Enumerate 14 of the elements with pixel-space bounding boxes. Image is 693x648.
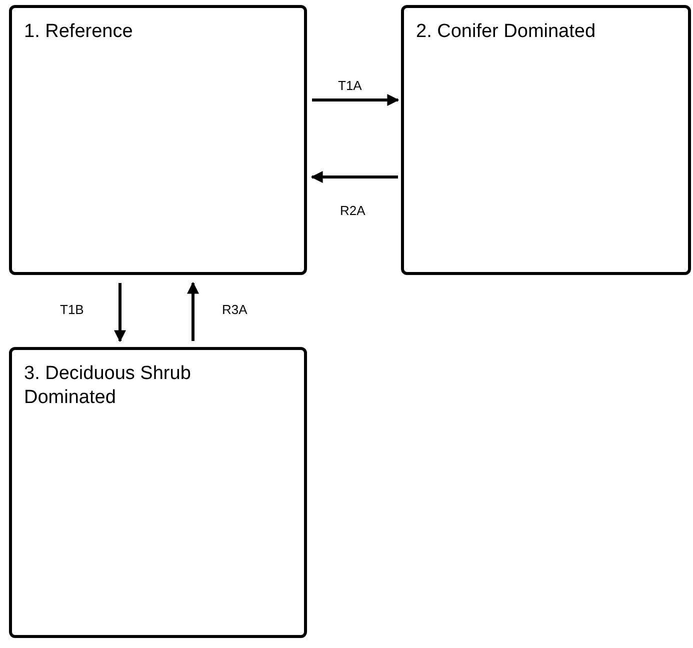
- edge-label: R3A: [222, 302, 248, 317]
- edge-label: R2A: [340, 203, 366, 218]
- state-title: 1. Reference: [24, 20, 133, 44]
- arrow: [310, 171, 398, 183]
- arrow: [114, 283, 126, 342]
- arrow: [187, 282, 199, 341]
- edge-label: T1A: [338, 78, 362, 93]
- state-title: 3. Deciduous Shrub Dominated: [24, 362, 192, 410]
- edge-label: T1B: [60, 302, 84, 317]
- state-box: [401, 5, 691, 275]
- arrow: [312, 94, 400, 106]
- state-box: [9, 5, 307, 275]
- state-title: 2. Conifer Dominated: [416, 20, 596, 44]
- state-box: [9, 347, 307, 638]
